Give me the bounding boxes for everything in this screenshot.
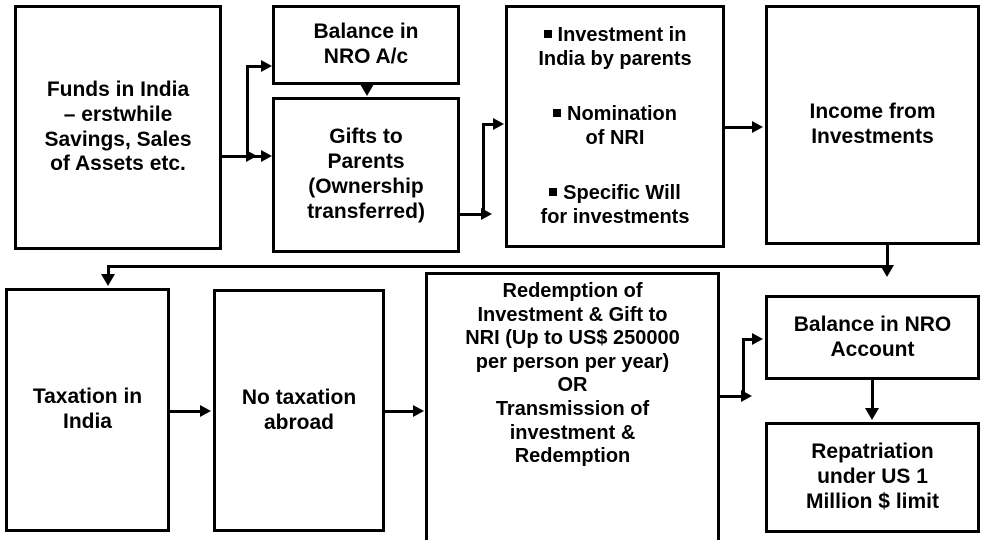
connector-trunk-to-gifts <box>249 155 262 158</box>
text-line: Parents <box>327 150 405 174</box>
text-line: Taxation in <box>32 385 143 409</box>
connector-no-taxation-to-redemption <box>385 410 414 413</box>
square-bullet-icon <box>543 29 552 38</box>
text-line: under US 1 <box>817 465 928 489</box>
arrowhead-no-taxation-to-redemption <box>413 405 424 417</box>
bullet-item: Specific Will for investments <box>512 182 718 229</box>
text-line: – erstwhile <box>63 102 173 126</box>
text-line: Funds in India <box>46 77 190 101</box>
box-gifts-to-parents: Gifts to Parents (Ownership transferred) <box>272 97 460 253</box>
text-line: of NRI <box>585 126 645 149</box>
connector-income-down <box>886 245 889 265</box>
text-line: transferred) <box>307 199 425 223</box>
box-taxation-in-india-text: Taxation in India <box>8 383 167 437</box>
text-line: Transmission of <box>495 397 650 420</box>
connector-taxation-to-no-taxation <box>170 410 201 413</box>
arrowhead-to-balance-account <box>752 333 763 345</box>
text-line: Repatriation <box>811 440 934 464</box>
text-line: No taxation <box>241 385 357 409</box>
text-line: Gifts to <box>329 125 403 149</box>
arrowhead-balance-to-gifts <box>360 84 374 96</box>
box-redemption: Redemption of Investment & Gift to NRI (… <box>425 272 720 540</box>
connector-merge-to-investment <box>482 123 494 126</box>
square-bullet-icon <box>553 108 561 117</box>
text-line: India <box>62 410 112 433</box>
text-line: (Ownership <box>308 175 424 198</box>
connector-bottom-bus <box>107 265 889 268</box>
box-balance-in-nro-account: Balance in NRO Account <box>765 295 980 380</box>
arrowhead-redemption-to-trunk <box>741 390 752 402</box>
bullet-line: Investment in <box>512 24 718 48</box>
connector-merge-vertical <box>482 123 485 216</box>
box-taxation-in-india: Taxation in India <box>5 288 170 532</box>
text-line: Income from <box>809 100 936 124</box>
text-line: NRO A/c <box>323 45 409 68</box>
connector-gifts-to-merge <box>460 213 482 216</box>
connector-redemption-to-trunk <box>720 395 742 398</box>
text-line: Balance in <box>313 20 419 44</box>
box-gifts-to-parents-text: Gifts to Parents (Ownership transferred) <box>275 123 457 226</box>
text-line: investment & <box>509 421 636 444</box>
arrowhead-to-investment <box>493 118 504 130</box>
box-income-from-investments-text: Income from Investments <box>768 98 977 152</box>
text-line: per person per year) <box>475 350 670 373</box>
connector-balance-account-to-repatriation <box>871 380 874 410</box>
bullet-line: Specific Will <box>512 182 718 206</box>
bullet-item: Investment in India by parents <box>512 24 718 71</box>
text-line: Nomination <box>567 102 677 125</box>
text-line: for investments <box>540 205 690 228</box>
text-line: Investment & Gift to <box>477 303 668 326</box>
box-income-from-investments: Income from Investments <box>765 5 980 245</box>
arrowhead-investment-to-income <box>752 121 763 133</box>
box-investment-in-india: Investment in India by parents Nominatio… <box>505 5 725 248</box>
box-investment-in-india-text: Investment in India by parents Nominatio… <box>508 6 722 247</box>
text-line: Investments <box>811 125 934 148</box>
connector-right-trunk-vertical <box>742 338 745 398</box>
connector-bus-to-taxation <box>107 265 110 277</box>
arrowhead-bus-to-taxation <box>101 274 115 286</box>
connector-trunk-to-balance-nro <box>246 65 262 68</box>
text-line: Savings, Sales <box>44 127 192 151</box>
connector-investment-to-income <box>725 126 753 129</box>
box-no-taxation-abroad: No taxation abroad <box>213 289 385 532</box>
box-repatriation: Repatriation under US 1 Million $ limit <box>765 422 980 533</box>
square-bullet-icon <box>549 187 558 196</box>
box-funds-in-india-text: Funds in India – erstwhile Savings, Sale… <box>17 76 219 179</box>
box-balance-in-nro-account-text: Balance in NRO Account <box>768 311 977 365</box>
text-line: abroad <box>263 410 334 434</box>
bullet-item: Nomination of NRI <box>512 103 718 150</box>
text-line: Redemption <box>514 445 631 468</box>
bullet-line: Nomination <box>512 103 718 127</box>
connector-funds-to-trunk <box>222 155 246 158</box>
arrowhead-taxation-to-no-taxation <box>200 405 211 417</box>
text-line: Redemption of <box>502 280 643 302</box>
box-redemption-text: Redemption of Investment & Gift to NRI (… <box>428 275 717 471</box>
arrowhead-balance-account-to-repatriation <box>865 408 879 420</box>
text-line: NRI (Up to US$ 250000 <box>465 327 680 350</box>
arrowhead-to-gifts <box>261 150 272 162</box>
text-line: OR <box>557 374 588 397</box>
text-line: Investment in <box>557 23 687 46</box>
text-line: Account <box>830 337 915 361</box>
box-balance-in-nro-ac: Balance in NRO A/c <box>272 5 460 85</box>
arrowhead-gifts-to-merge <box>481 208 492 220</box>
box-repatriation-text: Repatriation under US 1 Million $ limit <box>768 438 977 516</box>
box-funds-in-india: Funds in India – erstwhile Savings, Sale… <box>14 5 222 250</box>
connector-trunk-to-balance-account <box>742 338 753 341</box>
arrowhead-to-balance-nro <box>261 60 272 72</box>
text-line: Specific Will <box>563 181 681 204</box>
text-line: Balance in NRO <box>793 312 952 336</box>
arrowhead-income-down <box>880 265 894 277</box>
box-balance-in-nro-ac-text: Balance in NRO A/c <box>275 18 457 72</box>
text-line: Million $ limit <box>805 489 939 513</box>
text-line: India by parents <box>538 47 692 70</box>
connector-trunk-vertical <box>246 65 249 158</box>
text-line: of Assets etc. <box>50 152 186 176</box>
box-no-taxation-abroad-text: No taxation abroad <box>216 384 382 438</box>
